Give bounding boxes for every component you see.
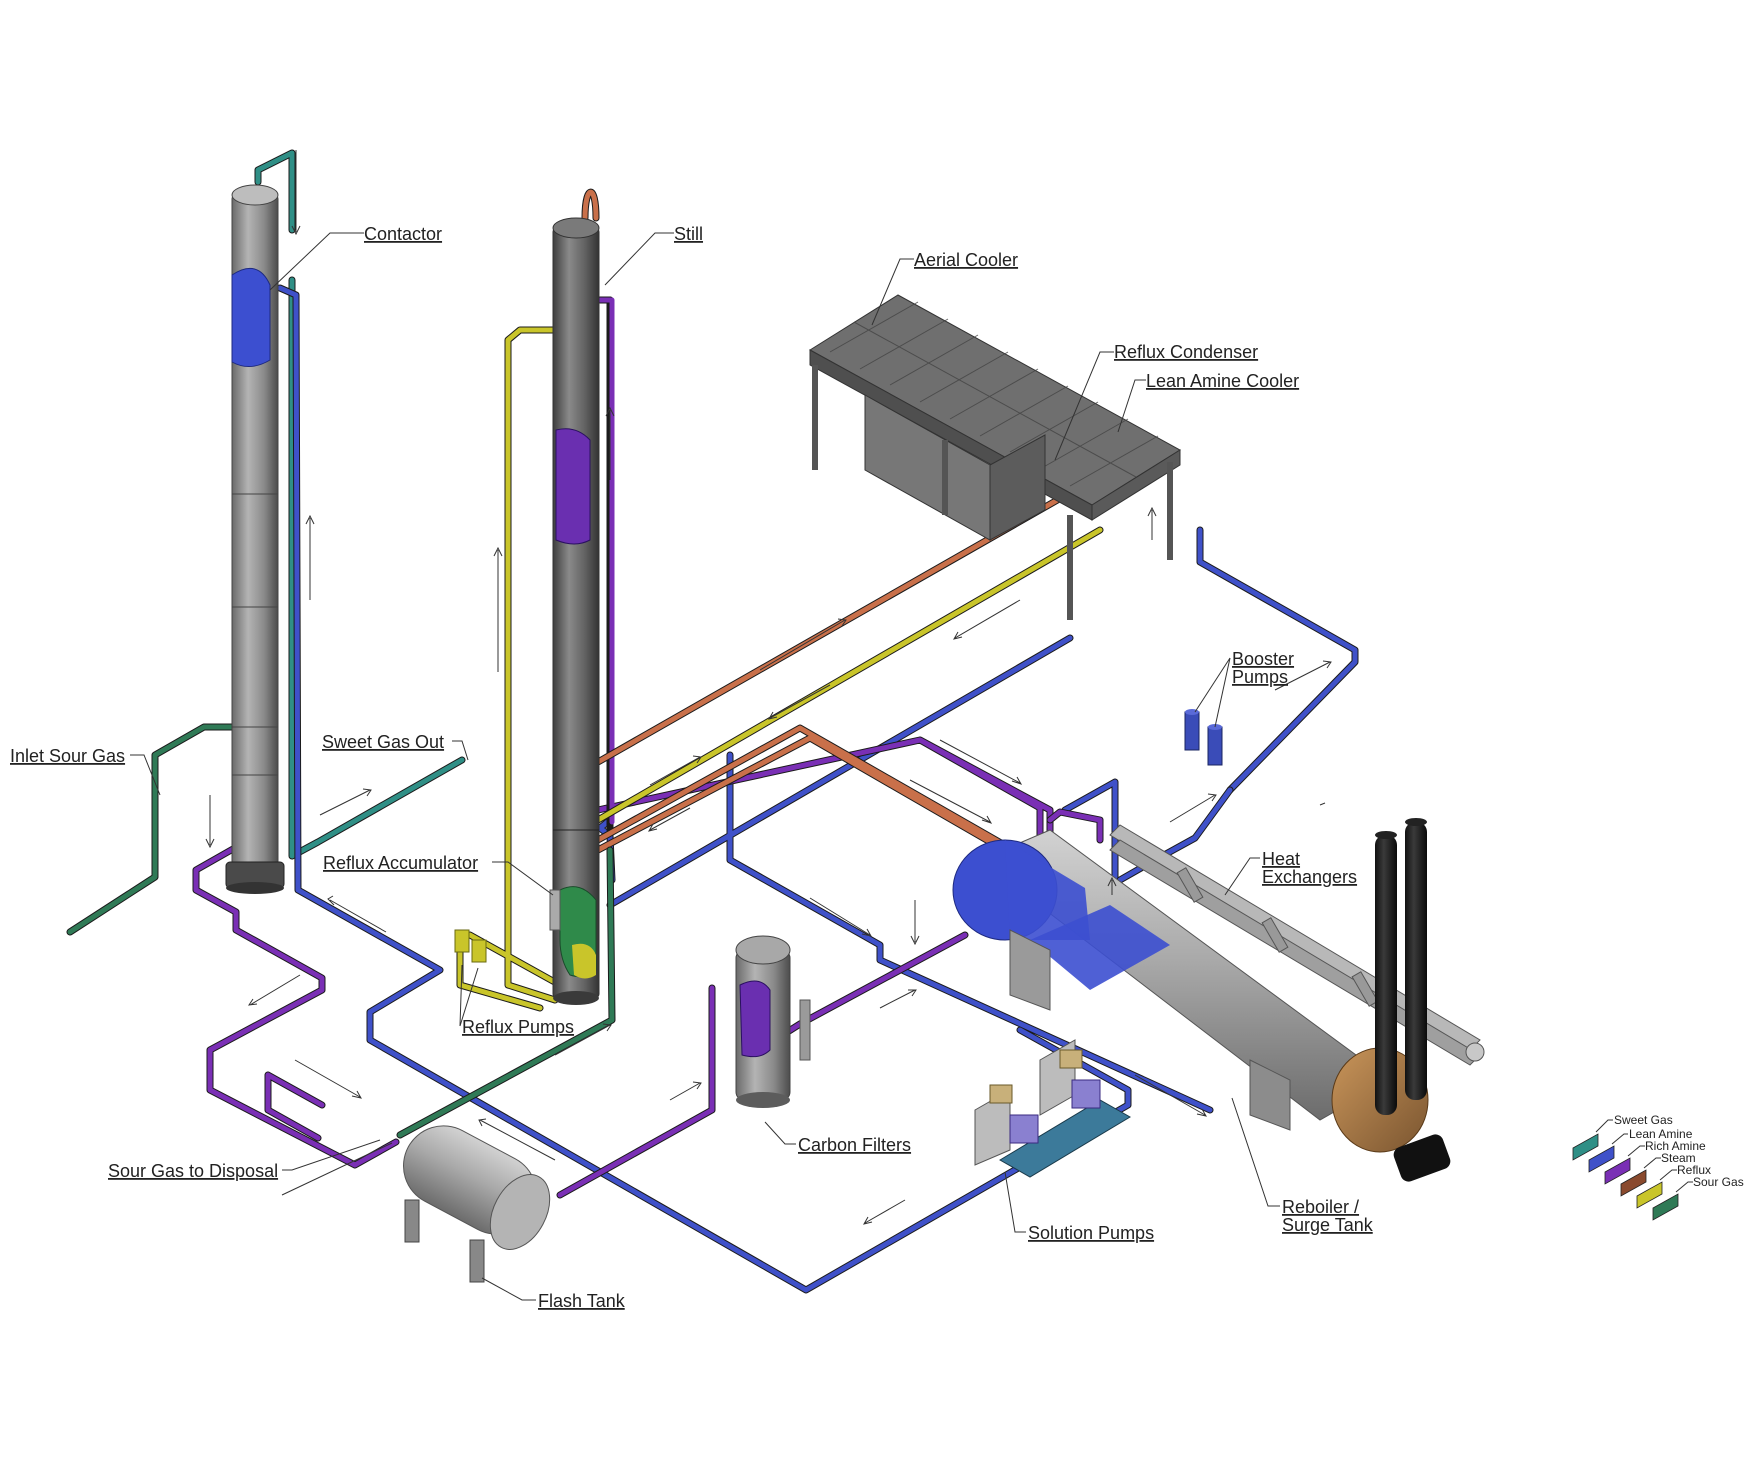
label-solution-pumps: Solution Pumps (1028, 1223, 1154, 1243)
legend-label-lean-amine: Lean Amine (1629, 1127, 1693, 1141)
legend-item-reflux: Reflux (1636, 1163, 1711, 1209)
label-aerial-cooler: Aerial Cooler (914, 250, 1018, 270)
label-heat-1: Heat (1262, 849, 1300, 869)
label-inlet-sour-gas: Inlet Sour Gas (10, 746, 125, 766)
legend-label-steam: Steam (1661, 1151, 1696, 1165)
inlet-sour-gas-callout: Inlet Sour Gas (10, 746, 161, 796)
reflux-accumulator-callout: Reflux Accumulator (323, 853, 554, 896)
heat-exchangers-callout: Heat Exchangers (1224, 849, 1357, 896)
label-reflux-accumulator: Reflux Accumulator (323, 853, 478, 873)
legend-label-rich-amine: Rich Amine (1645, 1139, 1706, 1153)
label-reflux-condenser: Reflux Condenser (1114, 342, 1258, 362)
label-flash-tank: Flash Tank (538, 1291, 626, 1311)
still-callout: Still (604, 224, 703, 286)
label-lean-amine-cooler: Lean Amine Cooler (1146, 371, 1299, 391)
label-reflux-pumps: Reflux Pumps (462, 1017, 574, 1037)
flash-tank (403, 1125, 551, 1283)
label-contactor: Contactor (364, 224, 442, 244)
reflux-pumps (454, 929, 487, 963)
carbon-filters-callout: Carbon Filters (764, 1121, 911, 1155)
label-reboiler-1: Reboiler / (1282, 1197, 1359, 1217)
flash-tank-callout: Flash Tank (481, 1277, 626, 1311)
flow-arrows (205, 150, 1332, 1225)
solution-pumps-callout: Solution Pumps (1004, 1171, 1154, 1243)
sour-gas-disposal-callout: Sour Gas to Disposal (108, 1139, 393, 1196)
label-reboiler-2: Surge Tank (1282, 1215, 1374, 1235)
still-column (552, 217, 600, 1005)
label-carbon-filters: Carbon Filters (798, 1135, 911, 1155)
contactor-callout: Contactor (269, 224, 442, 291)
sweet-gas-out-callout: Sweet Gas Out (322, 732, 469, 761)
legend-label-reflux: Reflux (1677, 1163, 1711, 1177)
label-booster-1: Booster (1232, 649, 1294, 669)
legend-item-lean-amine: Lean Amine (1588, 1127, 1693, 1173)
solution-pumps (974, 1039, 1131, 1178)
label-booster-2: Pumps (1232, 667, 1288, 687)
reflux-condenser-callout: Reflux Condenser (1054, 342, 1258, 461)
aerial-cooler-callout: Aerial Cooler (871, 250, 1018, 326)
booster-pumps-callout: Booster Pumps (1194, 649, 1294, 728)
legend-item-steam: Steam (1620, 1151, 1696, 1197)
reflux-accumulator (549, 889, 561, 931)
booster-pumps (1184, 709, 1223, 766)
callouts: Contactor Still Aerial Cooler Reflux Con… (10, 224, 1374, 1311)
carbon-filters (735, 935, 811, 1108)
reflux-pumps-callout: Reflux Pumps (459, 964, 574, 1037)
reboiler-callout: Reboiler / Surge Tank (1231, 1097, 1374, 1235)
legend-label-sour-gas: Sour Gas (1693, 1175, 1744, 1189)
label-sweet-gas-out: Sweet Gas Out (322, 732, 444, 752)
legend-item-sweet-gas: Sweet Gas (1572, 1113, 1673, 1161)
reboiler-surge-tank (952, 818, 1451, 1182)
label-heat-2: Exchangers (1262, 867, 1357, 887)
lean-amine-cooler-callout: Lean Amine Cooler (1117, 371, 1299, 433)
aerial-cooler-unit (809, 294, 1181, 620)
color-legend: Sweet Gas Lean Amine Rich Amine Steam Re… (1572, 1113, 1744, 1221)
contactor-column (225, 184, 285, 894)
label-still: Still (674, 224, 703, 244)
legend-item-sour-gas: Sour Gas (1652, 1175, 1744, 1221)
legend-label-sweet-gas: Sweet Gas (1614, 1113, 1673, 1127)
label-sour-gas-disposal: Sour Gas to Disposal (108, 1161, 278, 1181)
legend-item-rich-amine: Rich Amine (1604, 1139, 1706, 1185)
